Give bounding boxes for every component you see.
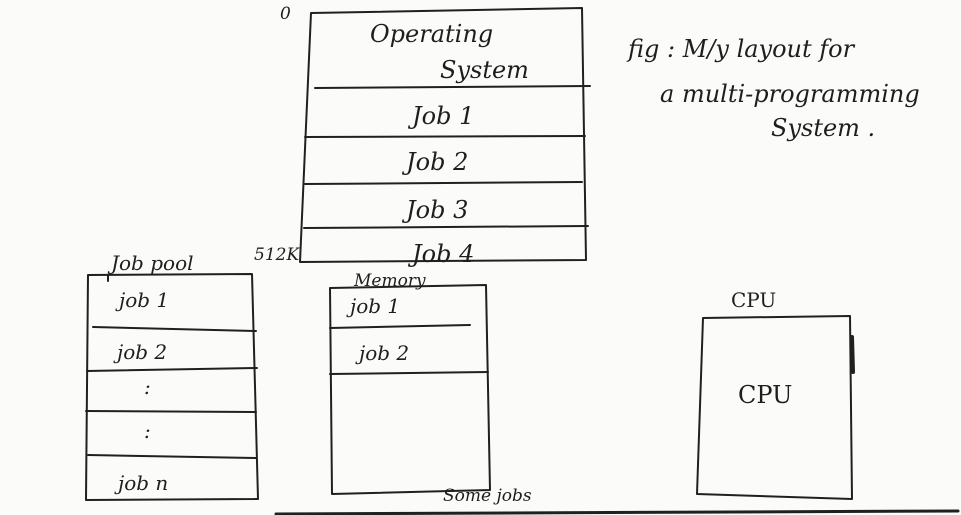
cpu-inner-label: CPU	[738, 381, 793, 409]
memory-job-2: Job 2	[406, 148, 469, 176]
memory-box-bottom-note: Some jobs	[443, 486, 532, 506]
memory-top-label: 0	[280, 4, 291, 24]
memory-layout-box	[299, 7, 591, 263]
job-pool-ellipsis-1: :	[144, 375, 151, 399]
job-pool-title: Job pool	[111, 251, 194, 275]
job-pool-ellipsis-2: :	[144, 419, 151, 443]
memory-bottom-label: 512K	[254, 245, 300, 265]
job-pool-item-1: job 1	[119, 288, 170, 312]
operating-label-line2: System	[440, 56, 529, 84]
caption-line-2: a multi-programming	[660, 80, 920, 108]
memory-job-3: Job 3	[406, 196, 469, 224]
job-pool-item-2: job 2	[117, 340, 168, 364]
memory-box	[329, 284, 491, 495]
caption-line-1: fig : M/y layout for	[628, 35, 855, 63]
memory-job-1: Job 1	[412, 102, 475, 130]
memory-box-title: Memory	[354, 271, 426, 291]
bottom-rule	[274, 509, 960, 515]
operating-label-line1: Operating	[370, 20, 494, 48]
cpu-title: CPU	[731, 288, 777, 312]
memory-box-item-1: job 1	[350, 294, 401, 318]
cpu-box	[696, 315, 855, 500]
job-pool-box	[85, 273, 259, 501]
job-pool-item-n: job n	[118, 471, 169, 495]
memory-job-4: Job 4	[412, 240, 475, 268]
memory-box-item-2: job 2	[359, 341, 410, 365]
caption-line-3: System .	[771, 114, 876, 142]
